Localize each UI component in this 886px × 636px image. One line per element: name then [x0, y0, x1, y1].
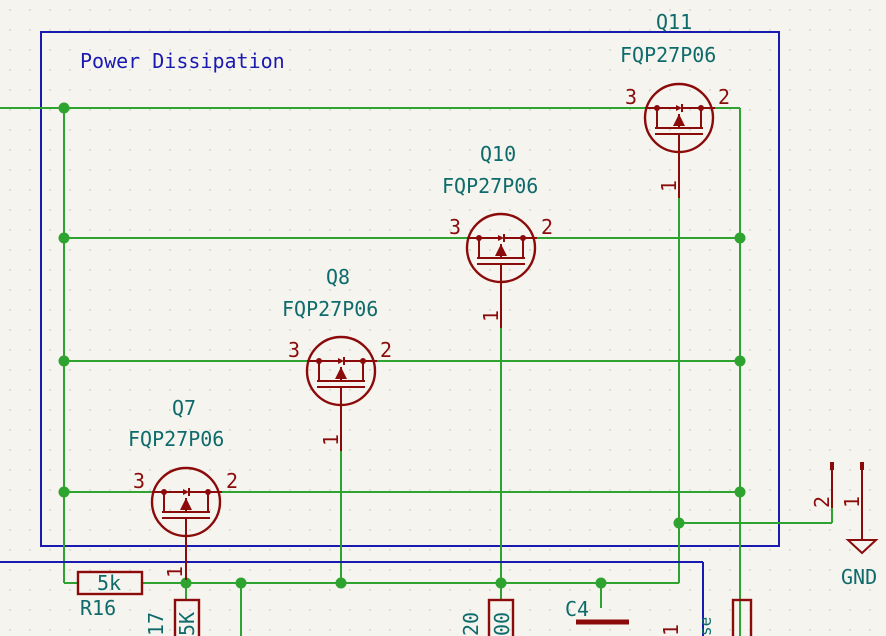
transistor-q10[interactable]	[465, 212, 537, 328]
q11-pin-1: 1	[657, 180, 681, 192]
q8-pin-2: 2	[380, 338, 392, 362]
bottom-right-pin: 1	[659, 624, 683, 636]
q8-value: FQP27P06	[282, 297, 378, 321]
q10-pin-1: 1	[479, 310, 503, 322]
junctions	[58, 102, 746, 589]
bottom-left-resistor[interactable]	[173, 598, 201, 636]
q11-pin-3: 3	[625, 85, 637, 109]
c4-reference: C4	[565, 597, 589, 621]
q11-reference: Q11	[656, 10, 692, 34]
bottom-mid-ref: 20	[459, 612, 483, 636]
r16-reference: R16	[80, 596, 116, 620]
q7-value: FQP27P06	[128, 427, 224, 451]
bottom-mid-value: 00	[490, 612, 514, 636]
bottom-right-component[interactable]	[731, 598, 753, 636]
bottom-right-label: se	[696, 617, 715, 636]
wires	[0, 107, 833, 636]
q10-pin-3: 3	[449, 215, 461, 239]
transistor-q8[interactable]	[305, 335, 377, 451]
q11-pin-2: 2	[718, 85, 730, 109]
q7-pin-3: 3	[133, 469, 145, 493]
frame-title: Power Dissipation	[80, 49, 285, 73]
q7-pin-1: 1	[163, 566, 187, 578]
outer-bus-line	[0, 561, 704, 636]
q10-pin-2: 2	[541, 215, 553, 239]
transistor-q11[interactable]	[643, 82, 715, 198]
gnd-connector[interactable]	[830, 462, 864, 540]
q8-reference: Q8	[326, 265, 350, 289]
q7-pin-2: 2	[226, 469, 238, 493]
q7-reference: Q7	[172, 396, 196, 420]
q8-pin-1: 1	[319, 434, 343, 446]
resistor-r16[interactable]	[76, 570, 144, 596]
q10-value: FQP27P06	[442, 174, 538, 198]
gnd-pin-1: 1	[840, 496, 864, 508]
bottom-mid-resistor[interactable]	[487, 598, 515, 636]
gnd-pin-2: 2	[810, 496, 834, 508]
q11-value: FQP27P06	[620, 43, 716, 67]
power-dissipation-frame	[40, 31, 780, 547]
gnd-label: GND	[841, 565, 877, 589]
ground-icon	[845, 539, 879, 555]
transistor-q7[interactable]	[150, 466, 222, 580]
q10-reference: Q10	[480, 142, 516, 166]
q8-pin-3: 3	[288, 338, 300, 362]
bottom-left-value: 5K	[175, 612, 199, 636]
bottom-left-ref: 17	[144, 612, 168, 636]
r16-value: 5k	[97, 571, 121, 595]
